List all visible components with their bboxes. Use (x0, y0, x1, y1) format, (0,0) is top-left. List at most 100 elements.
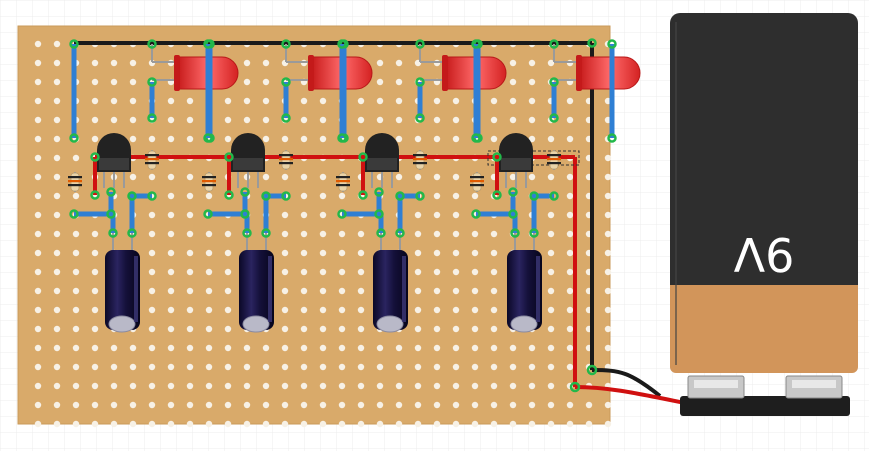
pad (376, 116, 384, 124)
red-lead (574, 385, 691, 406)
pad (338, 230, 346, 238)
capacitor-base (108, 315, 136, 333)
pad (224, 420, 232, 428)
pad (243, 382, 251, 390)
pad (357, 116, 365, 124)
pad (566, 173, 574, 181)
capacitor-stripe (268, 256, 272, 322)
pad (433, 135, 441, 143)
pad (91, 249, 99, 257)
resistor-band (413, 162, 427, 165)
pad (319, 401, 327, 409)
pad (167, 135, 175, 143)
pad (205, 268, 213, 276)
pad (72, 268, 80, 276)
pad (91, 230, 99, 238)
node-dot (510, 228, 520, 238)
pad (205, 230, 213, 238)
node-dot (415, 113, 425, 123)
pad (281, 268, 289, 276)
pad (357, 249, 365, 257)
transistor (231, 133, 265, 188)
node-dot (147, 39, 157, 49)
pad (186, 382, 194, 390)
pad (604, 325, 612, 333)
pad (53, 325, 61, 333)
pad (167, 420, 175, 428)
pad (53, 135, 61, 143)
pad (547, 135, 555, 143)
pad (224, 249, 232, 257)
pad (452, 344, 460, 352)
node-dot (529, 191, 539, 201)
pad (53, 211, 61, 219)
pad (129, 97, 137, 105)
pad (376, 382, 384, 390)
node-dot (508, 209, 518, 219)
node-dot (69, 209, 79, 219)
node-dot (395, 191, 405, 201)
transistor (499, 133, 533, 188)
pad (509, 401, 517, 409)
pad (452, 173, 460, 181)
pad (395, 78, 403, 86)
pad (357, 268, 365, 276)
pad (433, 420, 441, 428)
pad (319, 211, 327, 219)
pad (224, 382, 232, 390)
pad (395, 97, 403, 105)
pad (34, 249, 42, 257)
pad (604, 211, 612, 219)
pad (224, 268, 232, 276)
pad (547, 306, 555, 314)
pad (186, 306, 194, 314)
pad (148, 211, 156, 219)
pad (186, 325, 194, 333)
pad (300, 116, 308, 124)
pad (433, 211, 441, 219)
pad (452, 363, 460, 371)
pad (566, 420, 574, 428)
node-dot (108, 228, 118, 238)
pad (262, 420, 270, 428)
pad (585, 401, 593, 409)
pad (53, 40, 61, 48)
pad (604, 401, 612, 409)
node-dot (508, 187, 518, 197)
pad (34, 363, 42, 371)
pad (319, 173, 327, 181)
led-rim (442, 55, 448, 91)
node-dot (69, 133, 79, 143)
node-dot (358, 190, 368, 200)
pad (452, 97, 460, 105)
resistor-band (145, 154, 159, 157)
pad (338, 401, 346, 409)
pad (53, 268, 61, 276)
pad (148, 268, 156, 276)
pad (566, 192, 574, 200)
pad (34, 325, 42, 333)
resistor-band (68, 180, 82, 183)
pad (566, 268, 574, 276)
pad (490, 268, 498, 276)
pad (604, 154, 612, 162)
pad (72, 249, 80, 257)
pad (186, 249, 194, 257)
pad (338, 249, 346, 257)
pad (91, 78, 99, 86)
pad (34, 211, 42, 219)
capacitor-stripe (134, 256, 138, 322)
pad (91, 306, 99, 314)
capacitor-stripe (402, 256, 406, 322)
pad (34, 40, 42, 48)
pad (53, 173, 61, 181)
pad (604, 306, 612, 314)
pad (528, 401, 536, 409)
pad (395, 116, 403, 124)
pad (167, 306, 175, 314)
pad (414, 344, 422, 352)
pad (433, 306, 441, 314)
node-dot (240, 209, 250, 219)
pad (34, 78, 42, 86)
resistor-band (547, 158, 561, 161)
